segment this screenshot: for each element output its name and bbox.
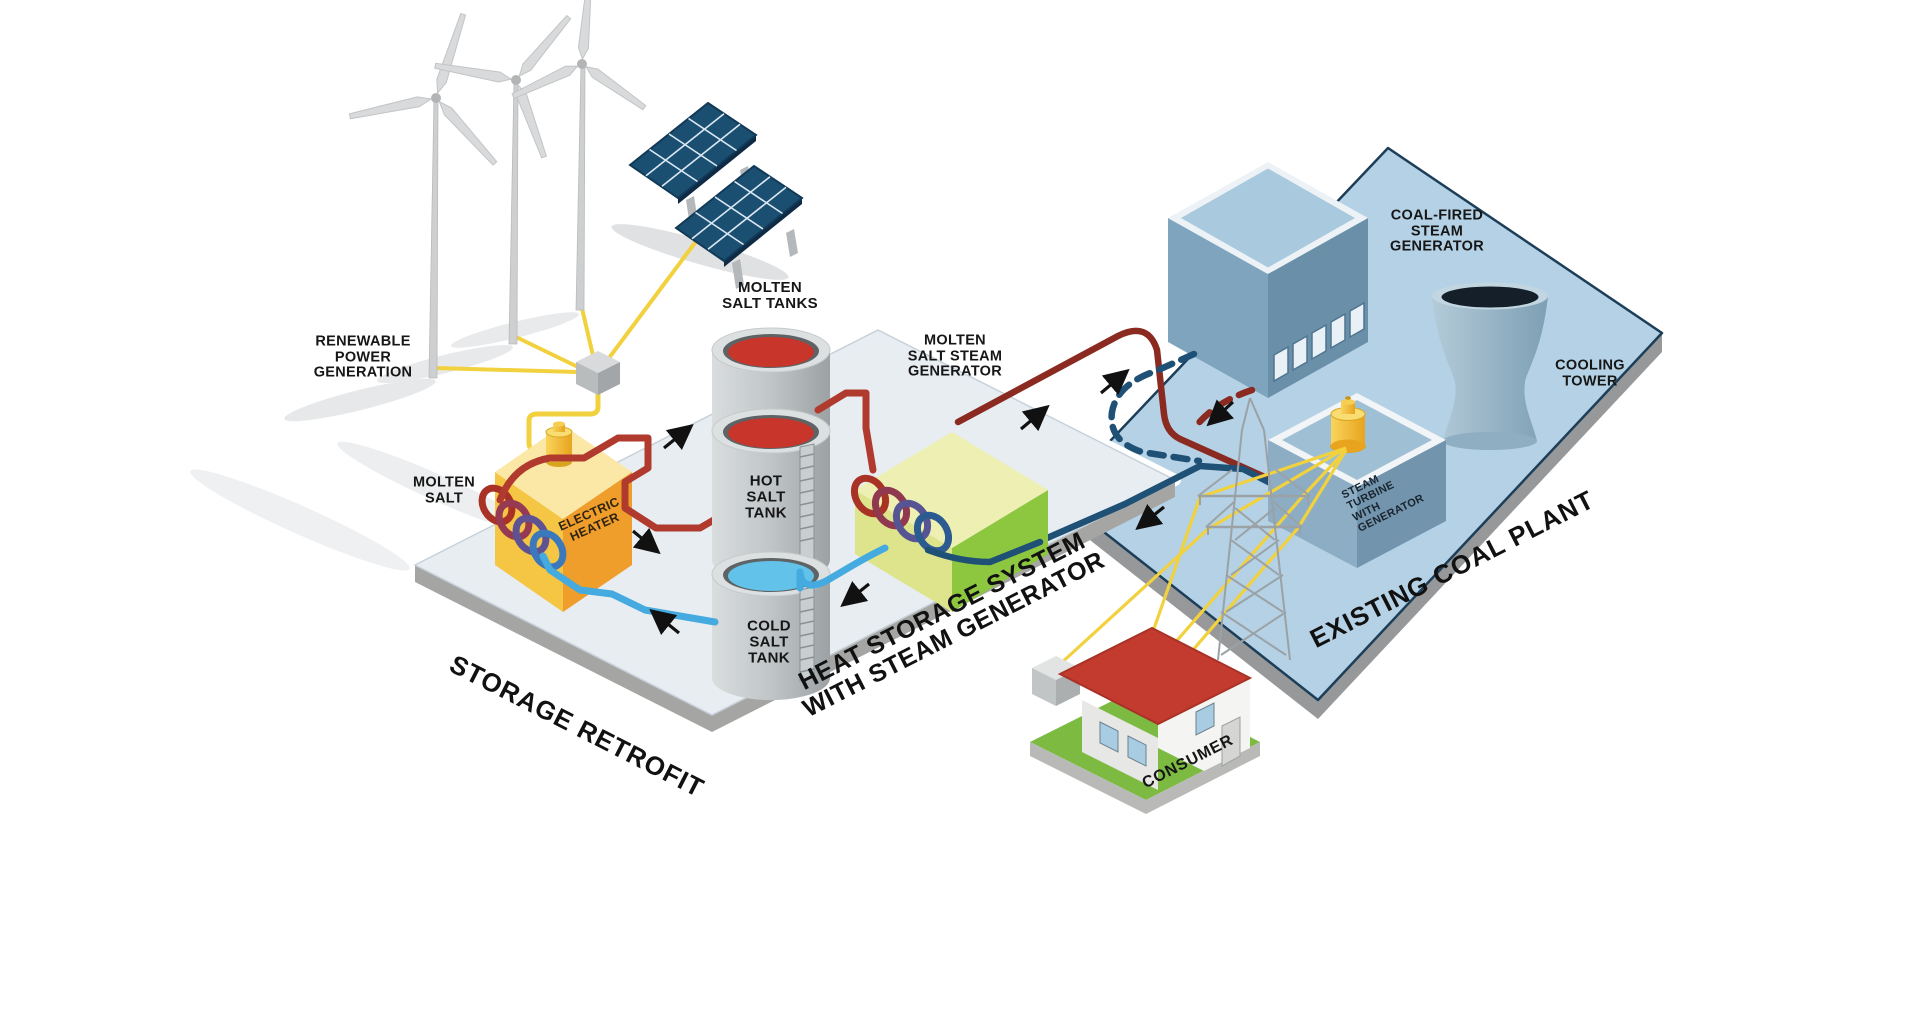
wind-turbines <box>348 0 647 379</box>
cold-salt-pipe-to-tank <box>796 544 889 592</box>
feedwater-pipe-at-generator <box>924 538 1044 566</box>
wind-turbine <box>434 14 572 345</box>
wind-turbine <box>348 12 498 379</box>
coal-fired-steam-generator-building <box>1168 162 1368 398</box>
steam-turbine-with-generator <box>1268 393 1446 568</box>
flow-arrows-coal-platform <box>1019 368 1235 530</box>
cooling-tower-label: COOLING TOWER <box>1555 357 1625 389</box>
molten-salt-steam-generator-label: MOLTEN SALT STEAM GENERATOR <box>907 332 1003 380</box>
renewable-power-generation-label: RENEWABLE POWER GENERATION <box>313 333 413 381</box>
heater-power-connector <box>545 421 573 467</box>
cold-salt-tank-label: COLD SALT TANK <box>747 617 791 668</box>
solar-array <box>674 164 804 289</box>
molten-salt-label: MOLTEN SALT <box>413 474 475 506</box>
molten-salt-tanks-label: MOLTEN SALT TANKS <box>722 278 818 312</box>
hot-salt-pipe-to-generator <box>814 389 877 474</box>
hot-salt-pipe-from-heater <box>496 434 728 532</box>
heater-coil <box>478 484 567 571</box>
wind-turbine <box>511 0 647 311</box>
hot-steam-pipe <box>954 327 1280 486</box>
molten-salt-steam-generator-box <box>850 432 1048 612</box>
cooling-tower <box>1432 282 1548 450</box>
flow-arrows-storage-platform <box>631 423 870 636</box>
electric-heater-box <box>478 421 632 612</box>
junction-box <box>576 351 620 395</box>
consumer-house <box>1030 626 1260 814</box>
steam-generator-coil <box>850 474 953 555</box>
hot-salt-tank <box>711 408 831 582</box>
cold-salt-tank <box>711 551 831 700</box>
solar-panels <box>628 101 804 289</box>
boiler-feedwater-dashed-pipe <box>1108 350 1203 465</box>
building-windows <box>1273 301 1365 383</box>
coal-fired-steam-generator-label: COAL-FIRED STEAM GENERATOR <box>1389 207 1485 255</box>
hot-salt-tank-label: HOT SALT TANK <box>745 472 787 523</box>
transmission-pylon <box>1197 397 1311 661</box>
